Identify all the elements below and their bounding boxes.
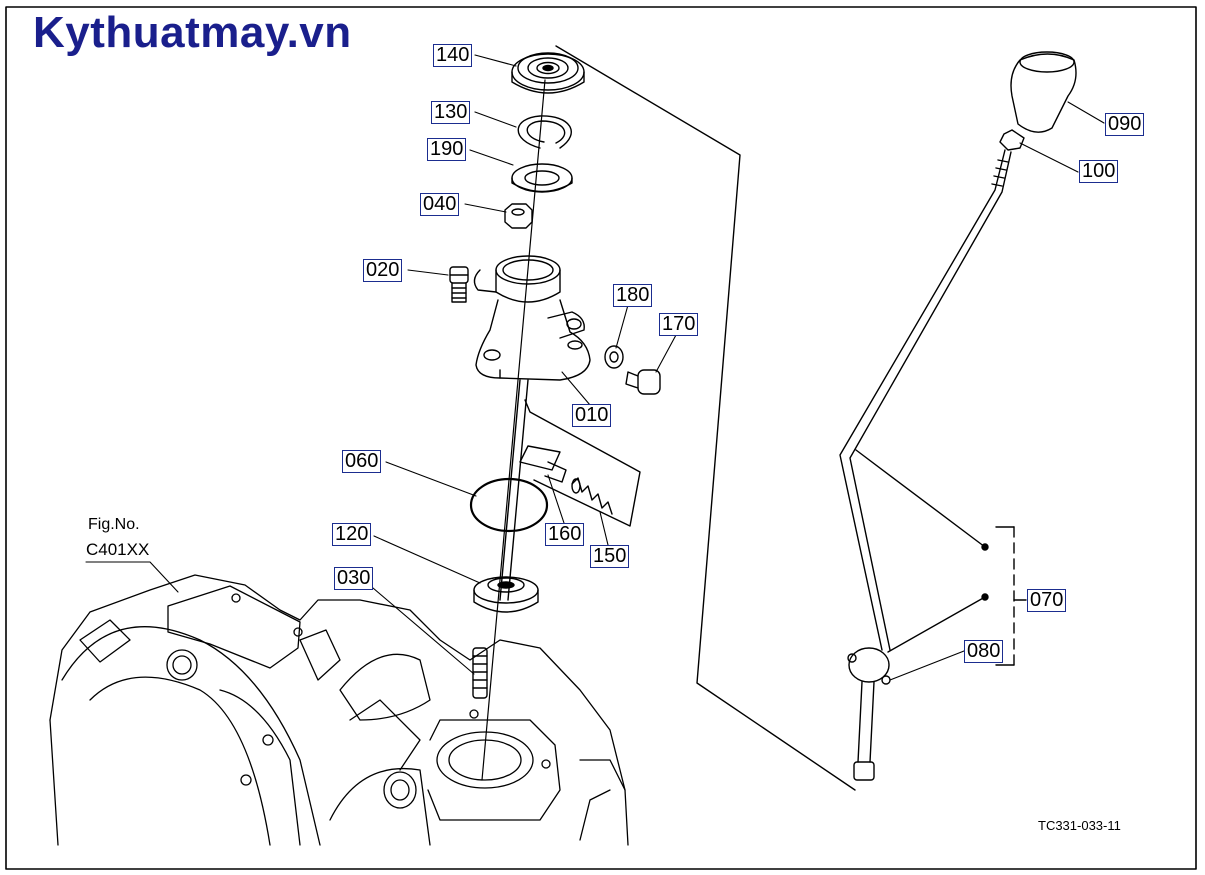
callout-010: 010 (572, 404, 612, 427)
part-160-pin (519, 445, 567, 483)
callout-160: 160 (545, 523, 585, 546)
page-border (5, 6, 1197, 870)
leader-lines (372, 54, 1105, 681)
callout-140: 140 (433, 44, 473, 67)
callout-170: 170 (659, 313, 699, 336)
callout-190: 190 (427, 138, 467, 161)
part-140-seal (511, 52, 585, 94)
watermark-logo: Kythuatmay.vn (33, 8, 352, 57)
part-190-washer (511, 163, 573, 193)
part-080-lever (839, 149, 1012, 781)
fig-no-value: C401XX (86, 540, 150, 559)
part-060-oring (469, 477, 549, 533)
callout-040: 040 (420, 193, 460, 216)
part-170-bolt (625, 369, 661, 395)
callout-120: 120 (332, 523, 372, 546)
part-090-knob (1010, 51, 1077, 133)
callout-180: 180 (613, 284, 653, 307)
part-180-washer (604, 345, 624, 369)
drawing-code: TC331-033-11 (1038, 818, 1121, 833)
fig-ref-leader (85, 561, 179, 593)
callout-080: 080 (964, 640, 1004, 663)
transmission-case (49, 574, 629, 846)
assembly-frame-line (555, 45, 856, 791)
callout-070: 070 (1027, 589, 1067, 612)
callout-090: 090 (1105, 113, 1145, 136)
part-010-housing (473, 255, 591, 381)
callout-030: 030 (334, 567, 374, 590)
assembly-axis (481, 79, 546, 781)
part-100-nut (999, 129, 1025, 151)
part-040-nut (504, 203, 533, 229)
callout-150: 150 (590, 545, 630, 568)
group-bracket-070 (855, 449, 1027, 666)
callout-100: 100 (1079, 160, 1119, 183)
part-120-seal (473, 576, 539, 613)
fig-no-label: Fig.No. (88, 516, 140, 533)
shift-shaft (499, 379, 521, 601)
part-020-plug (449, 266, 469, 303)
callout-020: 020 (363, 259, 403, 282)
part-150-spring (571, 477, 613, 515)
part-130-circlip (517, 115, 572, 149)
callout-060: 060 (342, 450, 382, 473)
part-030-stud (472, 647, 488, 699)
callout-130: 130 (431, 101, 471, 124)
